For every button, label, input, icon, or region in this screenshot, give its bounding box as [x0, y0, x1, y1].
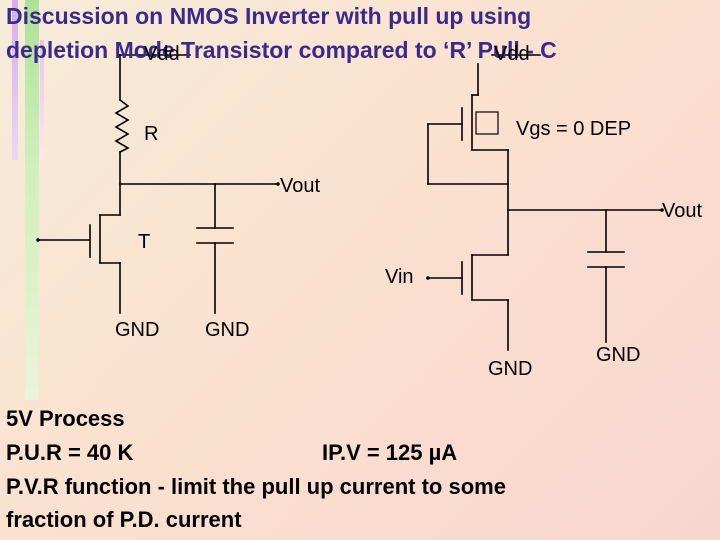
left-input-terminal	[36, 238, 40, 242]
left-gnd-cap-label: GND	[205, 319, 250, 341]
pur-note: P.U.R = 40 K	[6, 440, 134, 465]
decorative-stripe	[25, 0, 39, 400]
left-resistor	[114, 98, 130, 154]
ipv-note: IP.V = 125 µA	[322, 440, 458, 465]
process-note: 5V Process	[6, 406, 125, 431]
right-gnd-cap-label: GND	[596, 344, 641, 366]
slide-title-line-2: depletion Mode Transistor compared to ‘R…	[6, 37, 557, 63]
left-gnd-source-label: GND	[115, 319, 160, 341]
decorative-stripe	[12, 0, 18, 160]
right-capacitor	[587, 251, 625, 343]
pvr-note-line-1: P.V.R function - limit the pull up curre…	[6, 474, 506, 499]
right-pullup-label: Vgs = 0 DEP	[516, 118, 632, 140]
left-vout-label: Vout	[280, 175, 321, 197]
left-vdd-label: Vdd	[144, 43, 180, 65]
right-pulldown-transistor	[427, 254, 509, 351]
right-output-node	[507, 209, 663, 253]
slide-title-line-1: Discussion on NMOS Inverter with pull up…	[6, 3, 532, 29]
right-vdd-label: Vdd	[494, 43, 530, 65]
left-output-node	[119, 151, 279, 229]
left-resistor-label: R	[144, 123, 159, 145]
right-vin-label: Vin	[385, 266, 414, 288]
left-capacitor	[196, 227, 234, 314]
right-input-terminal	[426, 276, 430, 280]
left-nmos-transistor	[37, 214, 121, 314]
left-vdd-rail	[117, 54, 191, 101]
left-output-terminal	[276, 182, 280, 186]
right-vout-label: Vout	[662, 200, 703, 222]
right-output-terminal	[660, 208, 664, 212]
right-gnd-source-label: GND	[488, 358, 533, 380]
left-transistor-label: T	[138, 231, 151, 253]
decorative-stripe	[40, 40, 44, 160]
right-vdd-rail	[477, 54, 541, 96]
depletion-pullup-transistor	[427, 94, 509, 256]
pvr-note-line-2: fraction of P.D. current	[6, 507, 242, 532]
